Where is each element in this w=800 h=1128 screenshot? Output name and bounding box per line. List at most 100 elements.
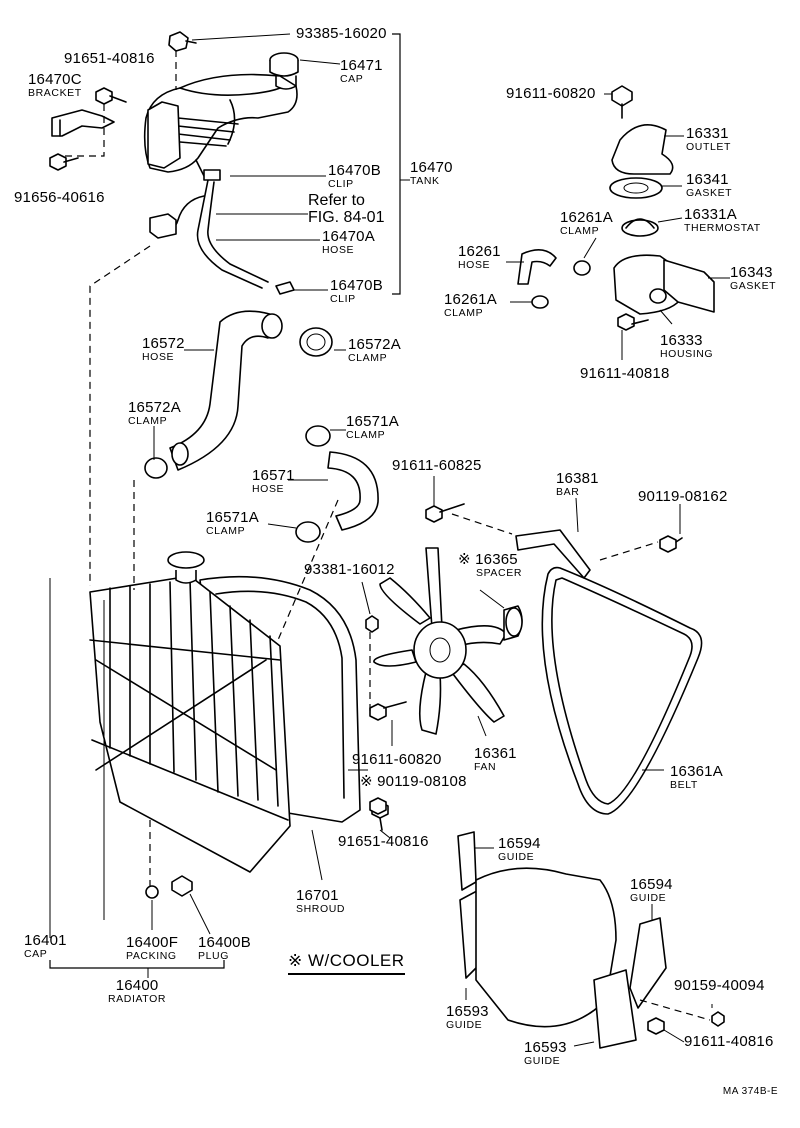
callout-16594-right: 16594 GUIDE (630, 877, 673, 904)
part-number: 16361A (670, 763, 723, 780)
water-outlet-16331 (611, 124, 674, 175)
callout-16470-tank: 16470 TANK (410, 160, 453, 187)
part-name: THERMOSTAT (684, 222, 761, 234)
radiator-cap-16401 (167, 551, 205, 569)
thermostat-16331a (621, 218, 659, 237)
callout-16572a-upper: 16572A CLAMP (348, 337, 401, 364)
callout-16470b-lower: 16470B CLIP (330, 278, 383, 305)
callout-16365: ※ 16365 SPACER (458, 552, 522, 579)
bolt-93385-16020 (168, 31, 197, 52)
part-number: 91611-60825 (392, 457, 482, 474)
part-number: 90159-40094 (674, 977, 765, 994)
fan-spacer-16365 (503, 605, 523, 641)
radiator-hoses (144, 310, 379, 543)
drain-packing-16400f (145, 885, 159, 899)
bolt-90119-08162 (659, 535, 683, 553)
callout-91611-60825: 91611-60825 (392, 458, 482, 473)
part-number: 91611-60820 (506, 85, 596, 102)
air-guide-16594-right (629, 917, 667, 1009)
part-name: BRACKET (28, 87, 82, 99)
drain-plug-16400b (171, 875, 193, 897)
part-number: 16361 (474, 745, 517, 762)
part-name: PLUG (198, 950, 229, 962)
part-name: CLAMP (346, 429, 386, 441)
callout-16261a-lower: 16261A CLAMP (444, 292, 497, 319)
part-number: ※ 16365 (458, 551, 518, 568)
part-number: 91656-40616 (14, 189, 105, 206)
part-name: PACKING (126, 950, 177, 962)
part-name: HOSE (458, 259, 491, 271)
radiator-hose-16572 (169, 310, 277, 471)
part-number: 16572 (142, 335, 185, 352)
bracket-16470c (51, 109, 115, 137)
tank-cap-16471 (269, 52, 299, 90)
part-number: 16593 (524, 1039, 567, 1056)
part-name: HOSE (322, 244, 355, 256)
part-number: 16594 (630, 876, 673, 893)
part-name: BAR (556, 486, 580, 498)
callout-16261: 16261 HOSE (458, 244, 501, 271)
part-number: 16571A (346, 413, 399, 430)
bolt-91611-60820-upper (611, 85, 633, 119)
bolt-91656-40616 (49, 153, 79, 171)
part-number: 16400 (115, 977, 159, 994)
callout-16470a: 16470A HOSE (322, 229, 375, 256)
callout-16400b: 16400B PLUG (198, 935, 251, 962)
part-number: 16381 (556, 470, 599, 487)
callout-16331a: 16331A THERMOSTAT (684, 207, 761, 234)
part-name: GASKET (730, 280, 777, 292)
bolt-90159-40094 (711, 1011, 725, 1027)
with-cooler-legend: ※ W/COOLER (288, 951, 405, 975)
part-number: 90119-08162 (638, 488, 728, 505)
part-number: 16261 (458, 243, 501, 260)
part-number: 16594 (498, 835, 541, 852)
part-name: BELT (670, 779, 698, 791)
callout-16594-left: 16594 GUIDE (498, 836, 541, 863)
radiator-hose-16571 (327, 451, 379, 531)
part-name: CLAMP (560, 225, 600, 237)
part-number: 16331A (684, 206, 737, 223)
bolt-91611-60825 (425, 503, 465, 523)
clamp-16571a-lower (295, 521, 321, 543)
refer-note: Refer to FIG. 84-01 (308, 192, 385, 227)
clamp-16572a-upper (299, 327, 333, 357)
part-number: 93381-16012 (304, 561, 395, 578)
callout-91656-40616: 91656-40616 (14, 190, 105, 205)
part-number: 16571A (206, 509, 259, 526)
callout-16571a-upper: 16571A CLAMP (346, 414, 399, 441)
callout-16572: 16572 HOSE (142, 336, 185, 363)
part-name: GUIDE (630, 892, 667, 904)
part-number: 16343 (730, 264, 773, 281)
fan-bar-belt-group (365, 503, 703, 831)
fan-bolt-91611-60820 (369, 701, 407, 721)
refer-line-2: FIG. 84-01 (308, 208, 385, 226)
part-number: 16331 (686, 125, 729, 142)
callout-16571a-lower: 16571A CLAMP (206, 510, 259, 537)
part-number: 16572A (128, 399, 181, 416)
callout-16401: 16401 CAP (24, 933, 67, 960)
bypass-hose-16261 (517, 249, 557, 285)
part-number: 16400F (126, 934, 179, 951)
callout-16361: 16361 FAN (474, 746, 517, 773)
part-name: RADIATOR (108, 993, 167, 1005)
callout-93385-16020: 93385-16020 (296, 26, 387, 41)
part-number: 16400B (198, 934, 251, 951)
reservoir-tank-group (49, 31, 299, 295)
callout-16381: 16381 BAR (556, 471, 599, 498)
thermostat-group (517, 85, 715, 331)
part-number: 93385-16020 (296, 25, 387, 42)
callout-16593-left: 16593 GUIDE (446, 1004, 489, 1031)
clamp-16261a-upper (573, 260, 591, 276)
callout-93381-16012: 93381-16012 (304, 562, 395, 577)
callout-16471: 16471 CAP (340, 58, 383, 85)
part-name: SPACER (476, 567, 522, 579)
part-number: 16341 (686, 171, 729, 188)
callout-16470c: 16470C BRACKET (28, 72, 82, 99)
part-number: 16470C (28, 71, 82, 88)
callout-91611-40818: 91611-40818 (580, 366, 670, 381)
callout-90119-08108: ※ 90119-08108 (360, 774, 467, 789)
callout-90159-40094: 90159-40094 (674, 978, 765, 993)
clamp-16571a-upper (305, 425, 331, 447)
